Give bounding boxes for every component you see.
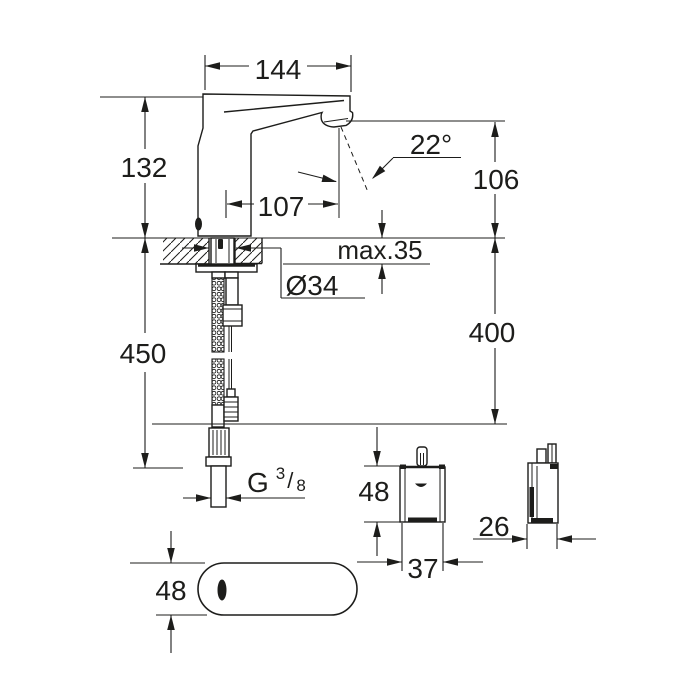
dimension-thread: G 3 / 8 [183,464,306,502]
cable-plug [223,396,239,422]
aerator-face [323,118,349,123]
spray-angle-reference [338,126,369,218]
dim-144-label: 144 [255,54,302,85]
thread-numerator: 3 [276,464,285,483]
plug-collar [226,388,236,398]
dim-450-label: 450 [120,338,167,369]
braided-hose-upper [211,277,225,353]
dim-400-label: 400 [469,317,516,348]
sensor-window-side [195,217,202,231]
dim-box48-label: 48 [358,476,389,507]
spray-direction-dashed [340,126,369,193]
dim-d34-label: Ø34 [286,270,339,301]
dimension-connection-drop: 400 [152,238,516,425]
supply-hose-and-cable [205,271,243,508]
box-nipple [416,446,428,467]
dim-max35-label: max.35 [337,235,422,265]
dimension-outlet-height: 106 [346,120,520,238]
thread-pipe [210,465,227,508]
dimension-body-height: 132 [100,96,203,238]
side-clip [536,448,547,464]
control-box-side-view: 26 [473,443,596,549]
mounting-shank [210,237,235,266]
hose-connector [222,304,243,327]
dimension-aerator-reach: 107 [225,190,338,222]
dim-22deg-label: 22° [410,129,452,160]
side-base-strip [531,518,553,523]
hose-nut [208,427,230,458]
dimension-spray-angle: 22° [297,129,461,186]
dimension-deck-thickness: max.35 [283,210,430,294]
dim-base48-label: 48 [155,575,186,606]
dimension-box-depth: 26 [473,511,596,549]
dimension-base-depth: 48 [130,531,207,653]
spout-crease [223,99,345,113]
cable-sheath [225,277,239,306]
hose-ferrule [211,271,226,279]
box-base-strip [408,517,437,522]
dimension-box-height: 48 [358,427,400,556]
box-indicator [415,483,427,487]
base-top-view: 48 [130,531,358,653]
dimension-hole-diameter: Ø34 [182,244,365,301]
braided-hose-lower [211,358,225,406]
thread-prefix: G [247,467,269,498]
nut-collar [205,456,232,467]
control-box-front-view: 48 37 [357,427,483,584]
dim-thread-label: G 3 / 8 [247,464,306,498]
cable-slot [218,239,223,249]
dim-106-label: 106 [473,164,520,195]
escutcheon-flange [195,263,258,273]
counter-hatch-left [163,238,209,264]
thread-denominator: 8 [296,476,305,495]
dimension-box-width: 37 [357,523,483,584]
cable-ferrule [224,271,239,279]
dim-107-label: 107 [258,191,305,222]
dim-box26-label: 26 [478,511,509,542]
side-dark-band [529,487,534,517]
dim-box37-label: 37 [407,553,438,584]
sensor-window-top [217,579,227,601]
dimension-overall-width: 144 [204,54,352,92]
dimension-hose-drop: 450 [120,238,183,469]
thread-slash: / [287,468,294,493]
dim-132-label: 132 [121,152,168,183]
faucet-side-view [195,93,354,237]
